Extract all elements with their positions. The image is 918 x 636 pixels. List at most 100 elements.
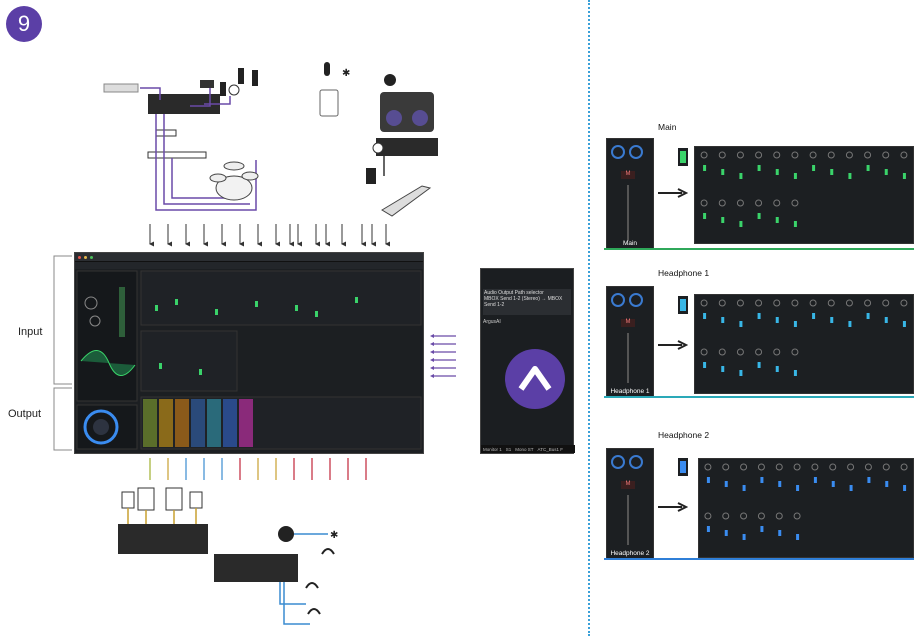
- channel-knob[interactable]: [718, 348, 726, 356]
- channel-fader[interactable]: [812, 313, 816, 319]
- channel-fader[interactable]: [867, 477, 871, 483]
- channel-knob[interactable]: [775, 463, 783, 471]
- channel-fader[interactable]: [830, 169, 834, 175]
- channel-fader[interactable]: [796, 485, 800, 491]
- channel-knob[interactable]: [847, 463, 855, 471]
- channel-knob[interactable]: [809, 299, 817, 307]
- channel-knob[interactable]: [718, 151, 726, 159]
- channel-knob[interactable]: [773, 348, 781, 356]
- channel-fader[interactable]: [739, 173, 743, 179]
- channel-knob[interactable]: [827, 151, 835, 159]
- channel-knob[interactable]: [809, 151, 817, 159]
- channel-knob[interactable]: [775, 512, 783, 520]
- channel-knob[interactable]: [900, 299, 908, 307]
- channel-knob[interactable]: [773, 299, 781, 307]
- channel-fader[interactable]: [775, 217, 779, 223]
- channel-fader[interactable]: [796, 534, 800, 540]
- knob-icon[interactable]: [611, 293, 625, 307]
- channel-fader[interactable]: [848, 321, 852, 327]
- channel-fader[interactable]: [706, 526, 710, 532]
- channel-fader[interactable]: [903, 485, 907, 491]
- channel-fader[interactable]: [706, 477, 710, 483]
- channel-knob[interactable]: [718, 299, 726, 307]
- channel-fader[interactable]: [703, 165, 707, 171]
- channel-fader[interactable]: [739, 321, 743, 327]
- channel-knob[interactable]: [791, 348, 799, 356]
- channel-knob[interactable]: [755, 348, 763, 356]
- channel-knob[interactable]: [700, 151, 708, 159]
- knob-icon[interactable]: [629, 293, 643, 307]
- mix-selector-icon[interactable]: [678, 148, 688, 166]
- fader-track[interactable]: [627, 185, 629, 241]
- channel-fader[interactable]: [793, 321, 797, 327]
- channel-fader[interactable]: [866, 313, 870, 319]
- mute-button[interactable]: M: [621, 481, 635, 489]
- channel-knob[interactable]: [740, 512, 748, 520]
- channel-fader[interactable]: [793, 173, 797, 179]
- channel-knob[interactable]: [700, 299, 708, 307]
- channel-fader[interactable]: [757, 313, 761, 319]
- channel-fader[interactable]: [866, 165, 870, 171]
- channel-knob[interactable]: [700, 348, 708, 356]
- channel-fader[interactable]: [884, 169, 888, 175]
- channel-knob[interactable]: [791, 151, 799, 159]
- channel-knob[interactable]: [829, 463, 837, 471]
- channel-fader[interactable]: [902, 173, 906, 179]
- channel-fader[interactable]: [793, 221, 797, 227]
- channel-knob[interactable]: [845, 299, 853, 307]
- channel-fader[interactable]: [775, 169, 779, 175]
- headphone-2-strip[interactable]: M Headphone 2: [606, 448, 654, 560]
- channel-fader[interactable]: [902, 321, 906, 327]
- channel-knob[interactable]: [718, 199, 726, 207]
- mute-button[interactable]: M: [621, 171, 635, 179]
- channel-fader[interactable]: [760, 526, 764, 532]
- channel-knob[interactable]: [722, 463, 730, 471]
- close-icon[interactable]: [78, 255, 81, 259]
- channel-fader[interactable]: [830, 317, 834, 323]
- channel-knob[interactable]: [900, 151, 908, 159]
- headphone-1-strip[interactable]: M Headphone 1: [606, 286, 654, 398]
- channel-knob[interactable]: [900, 463, 908, 471]
- channel-knob[interactable]: [773, 199, 781, 207]
- channel-knob[interactable]: [882, 463, 890, 471]
- channel-fader[interactable]: [721, 217, 725, 223]
- channel-knob[interactable]: [793, 512, 801, 520]
- channel-knob[interactable]: [736, 199, 744, 207]
- channel-knob[interactable]: [882, 299, 890, 307]
- channel-fader[interactable]: [742, 485, 746, 491]
- channel-knob[interactable]: [757, 463, 765, 471]
- mute-button[interactable]: M: [621, 319, 635, 327]
- channel-fader[interactable]: [793, 370, 797, 376]
- channel-fader[interactable]: [703, 362, 707, 368]
- channel-knob[interactable]: [722, 512, 730, 520]
- mix-selector-icon[interactable]: [678, 296, 688, 314]
- channel-knob[interactable]: [773, 151, 781, 159]
- channel-fader[interactable]: [721, 366, 725, 372]
- fader-track[interactable]: [627, 495, 629, 545]
- channel-knob[interactable]: [740, 463, 748, 471]
- channel-fader[interactable]: [757, 213, 761, 219]
- channel-fader[interactable]: [775, 317, 779, 323]
- channel-knob[interactable]: [791, 299, 799, 307]
- channel-knob[interactable]: [882, 151, 890, 159]
- channel-fader[interactable]: [757, 362, 761, 368]
- channel-knob[interactable]: [864, 151, 872, 159]
- main-mix-strip[interactable]: M Main: [606, 138, 654, 250]
- channel-fader[interactable]: [739, 370, 743, 376]
- channel-fader[interactable]: [724, 481, 728, 487]
- channel-knob[interactable]: [757, 512, 765, 520]
- knob-icon[interactable]: [611, 455, 625, 469]
- mix-selector-icon[interactable]: [678, 458, 688, 476]
- channel-knob[interactable]: [736, 151, 744, 159]
- channel-fader[interactable]: [739, 221, 743, 227]
- knob-icon[interactable]: [611, 145, 625, 159]
- fader-track[interactable]: [627, 333, 629, 383]
- channel-fader[interactable]: [812, 165, 816, 171]
- channel-fader[interactable]: [703, 213, 707, 219]
- minimize-icon[interactable]: [84, 255, 87, 259]
- channel-fader[interactable]: [703, 313, 707, 319]
- channel-fader[interactable]: [813, 477, 817, 483]
- channel-knob[interactable]: [755, 151, 763, 159]
- knob-icon[interactable]: [629, 455, 643, 469]
- channel-knob[interactable]: [793, 463, 801, 471]
